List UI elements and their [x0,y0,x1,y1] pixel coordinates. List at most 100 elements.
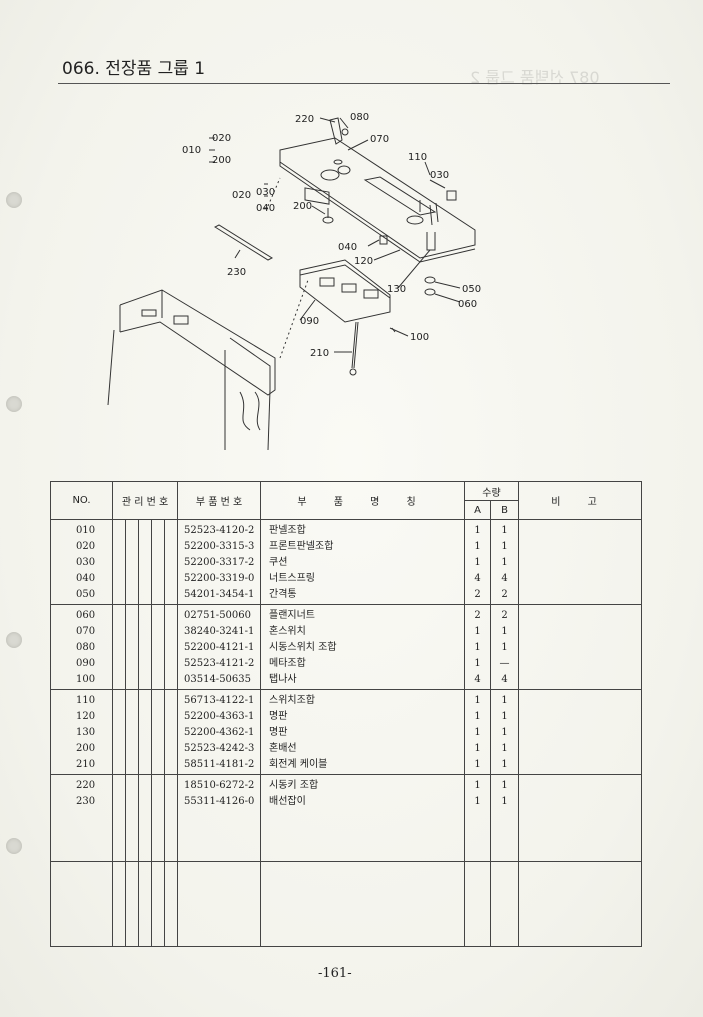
callout-130: 130 [387,284,406,295]
qty-a: 2 [474,610,481,621]
title-divider [58,83,670,84]
callout-070: 070 [370,134,389,145]
table-row-group: 010 020 030 040 050 52523-4120-2 52200-3… [50,519,642,605]
qty-b: 1 [501,525,508,536]
part-number: 52200-3317-2 [184,557,255,568]
header-quantity: 수량 [464,481,519,501]
header-part-name: 부 품 명 칭 [260,481,465,520]
qty-a: 1 [474,711,481,722]
qty-a: 1 [474,743,481,754]
qty-b: 4 [501,573,508,584]
dashboard-frame-drawing [119,289,276,396]
part-name: 명판 [269,727,288,738]
qty-a: 4 [474,573,481,584]
callout-050: 050 [462,284,481,295]
callout-090: 090 [300,316,319,327]
qty-b: 2 [501,589,508,600]
part-name: 배선잡이 [269,796,306,807]
callout-060: 060 [458,299,477,310]
item-no: 070 [76,626,96,637]
item-no: 050 [76,589,96,600]
header-no: NO. [50,481,113,520]
qty-a: 1 [474,626,481,637]
callout-030: 030 [256,187,275,198]
qty-a: 1 [474,525,481,536]
qty-a: 2 [474,589,481,600]
part-name: 너트스프링 [269,573,315,584]
callout-200: 200 [212,155,231,166]
item-no: 210 [76,759,96,770]
qty-a: 1 [474,541,481,552]
part-number: 54201-3454-1 [184,589,255,600]
part-number: 52523-4242-3 [184,743,255,754]
part-name: 간격통 [269,589,297,600]
callout-230: 230 [227,267,246,278]
part-number: 52200-3315-3 [184,541,255,552]
qty-a: 1 [474,642,481,653]
part-name: 시동스위치 조합 [269,642,337,653]
item-no: 010 [76,525,96,536]
part-number: 52523-4121-2 [184,658,255,669]
item-no: 080 [76,642,96,653]
callout-210: 210 [310,348,329,359]
qty-b: 1 [501,711,508,722]
part-name: 메타조합 [269,658,306,669]
qty-b: 2 [501,610,508,621]
qty-b: 1 [501,796,508,807]
part-number: 52200-3319-0 [184,573,255,584]
item-no: 200 [76,743,96,754]
item-no: 120 [76,711,96,722]
item-no: 040 [76,573,96,584]
part-name: 스위치조합 [269,695,315,706]
binder-hole [6,838,22,854]
callout-010: 010 [182,145,201,156]
part-name: 탭나사 [269,674,297,685]
part-number: 58511-4181-2 [184,759,255,770]
callout-030: 030 [430,170,449,181]
binder-hole [6,632,22,648]
qty-b: 1 [501,541,508,552]
qty-b: 1 [501,743,508,754]
item-no: 110 [76,695,96,706]
qty-a: 1 [474,727,481,738]
callout-200: 200 [293,201,312,212]
callout-040: 040 [256,203,275,214]
part-number: 38240-3241-1 [184,626,255,637]
header-qty-a: A [464,500,491,520]
header-remarks-label: 비 고 [551,497,609,508]
part-name: 회전계 케이블 [269,759,328,770]
header-management-no: 관 리 번 호 [112,481,178,520]
callout-120: 120 [354,256,373,267]
header-remarks: 비 고 [518,481,642,520]
parts-table: NO. 관 리 번 호 부 품 번 호 부 품 명 칭 수량 비 고 A B 0… [50,481,642,947]
harness-clip-drawing [213,224,274,261]
item-no: 090 [76,658,96,669]
qty-b: 1 [501,642,508,653]
header-part-name-label: 부 품 명 칭 [297,497,428,508]
item-no: 100 [76,674,96,685]
qty-b: 1 [501,695,508,706]
exploded-parts-diagram: 010 020 200 220 080 070 110 030 020 030 … [107,112,481,451]
qty-a: 1 [474,780,481,791]
item-no: 060 [76,610,96,621]
page-title: 066. 전장품 그룹 1 [62,59,206,79]
qty-b: 1 [501,557,508,568]
part-number: 52523-4120-2 [184,525,255,536]
binder-hole [6,396,22,412]
part-name: 쿠션 [269,557,288,568]
callout-110: 110 [408,152,427,163]
qty-b: 1 [501,727,508,738]
callout-020: 020 [212,133,231,144]
item-no: 130 [76,727,96,738]
qty-a: 1 [474,658,481,669]
part-name: 프론트판넬조합 [269,541,334,552]
header-qty-b: B [490,500,519,520]
front-panel-drawing [279,137,476,259]
part-name: 명판 [269,711,288,722]
part-name: 판넬조합 [269,525,306,536]
part-number: 03514-50635 [184,674,252,685]
qty-a: 1 [474,759,481,770]
table-row-group: 110 120 130 200 210 56713-4122-1 52200-4… [50,689,642,775]
table-row-group: 220 230 18510-6272-2 55311-4126-0 시동키 조합… [50,774,642,862]
item-no: 220 [76,780,96,791]
